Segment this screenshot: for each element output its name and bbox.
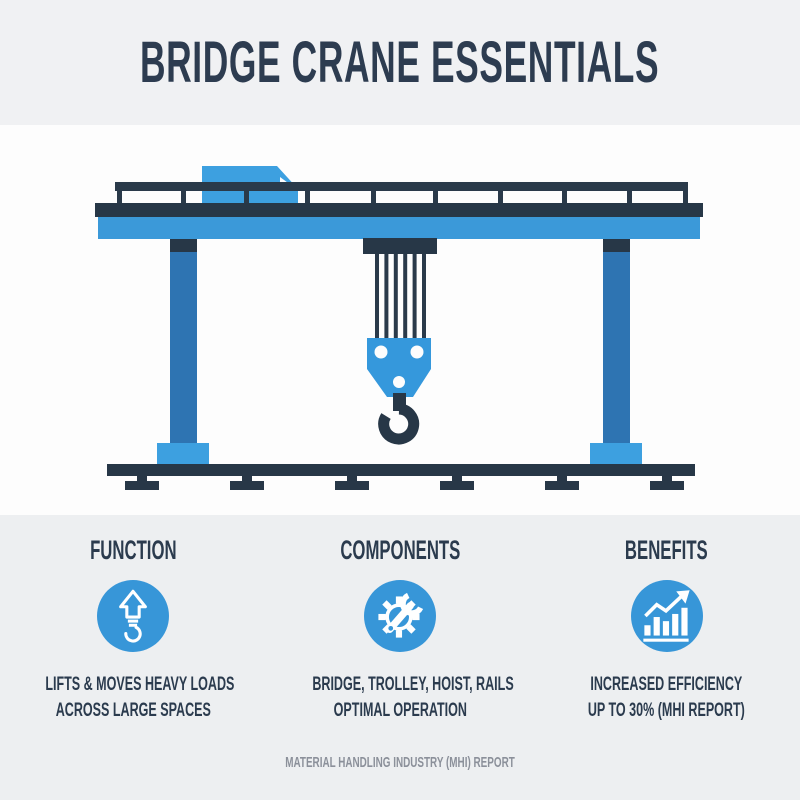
hoist-cables: [375, 254, 426, 340]
function-column: FUNCTION LIFTS & MOVES HEAVY LOADS ACROS…: [0, 535, 267, 724]
left-leg: [157, 239, 209, 465]
function-text-line1: LIFTS & MOVES HEAVY LOADS: [45, 674, 235, 695]
components-text-line1: BRIDGE, TROLLEY, HOIST, RAILS: [311, 674, 514, 695]
source-footer: MATERIAL HANDLING INDUSTRY (MHI) REPORT: [285, 754, 515, 771]
function-text-line2: ACROSS LARGE SPACES: [55, 700, 211, 721]
components-text-line2: OPTIMAL OPERATION: [333, 700, 467, 721]
crane-illustration: [0, 125, 800, 515]
components-text: BRIDGE, TROLLEY, HOIST, RAILS OPTIMAL OP…: [311, 672, 514, 724]
page-title: BRIDGE CRANE ESSENTIALS: [140, 30, 660, 95]
function-heading: FUNCTION: [90, 535, 177, 565]
components-column: COMPONENTS: [267, 535, 534, 724]
function-text: LIFTS & MOVES HEAVY LOADS ACROSS LARGE S…: [45, 672, 235, 724]
growth-bar-chart-icon: [630, 580, 703, 652]
hoist-body: [363, 238, 437, 254]
benefits-text: INCREASED EFFICIENCY UP TO 30% (MHI REPO…: [579, 672, 755, 724]
benefits-heading: BENEFITS: [625, 535, 709, 565]
bridge-crane-drawing: [95, 166, 703, 490]
bridge-girder: [95, 203, 703, 239]
right-leg: [590, 239, 642, 465]
components-heading: COMPONENTS: [339, 535, 460, 565]
runway-rail: [107, 464, 695, 490]
benefits-text-line2: UP TO 30% (MHI REPORT): [588, 700, 746, 721]
info-columns: FUNCTION LIFTS & MOVES HEAVY LOADS ACROS…: [0, 515, 800, 724]
crane-hook-icon: [378, 393, 420, 445]
title-band: BRIDGE CRANE ESSENTIALS: [0, 0, 800, 125]
info-band: FUNCTION LIFTS & MOVES HEAVY LOADS ACROS…: [0, 515, 800, 800]
benefits-text-line1: INCREASED EFFICIENCY: [590, 674, 743, 695]
bridge-railing: [115, 182, 688, 204]
gear-wrench-icon: [363, 580, 436, 652]
benefits-column: BENEFITS INCREASED E: [533, 535, 800, 724]
lifting-hook-arrow-icon: [97, 580, 170, 652]
hook-block: [367, 338, 431, 397]
